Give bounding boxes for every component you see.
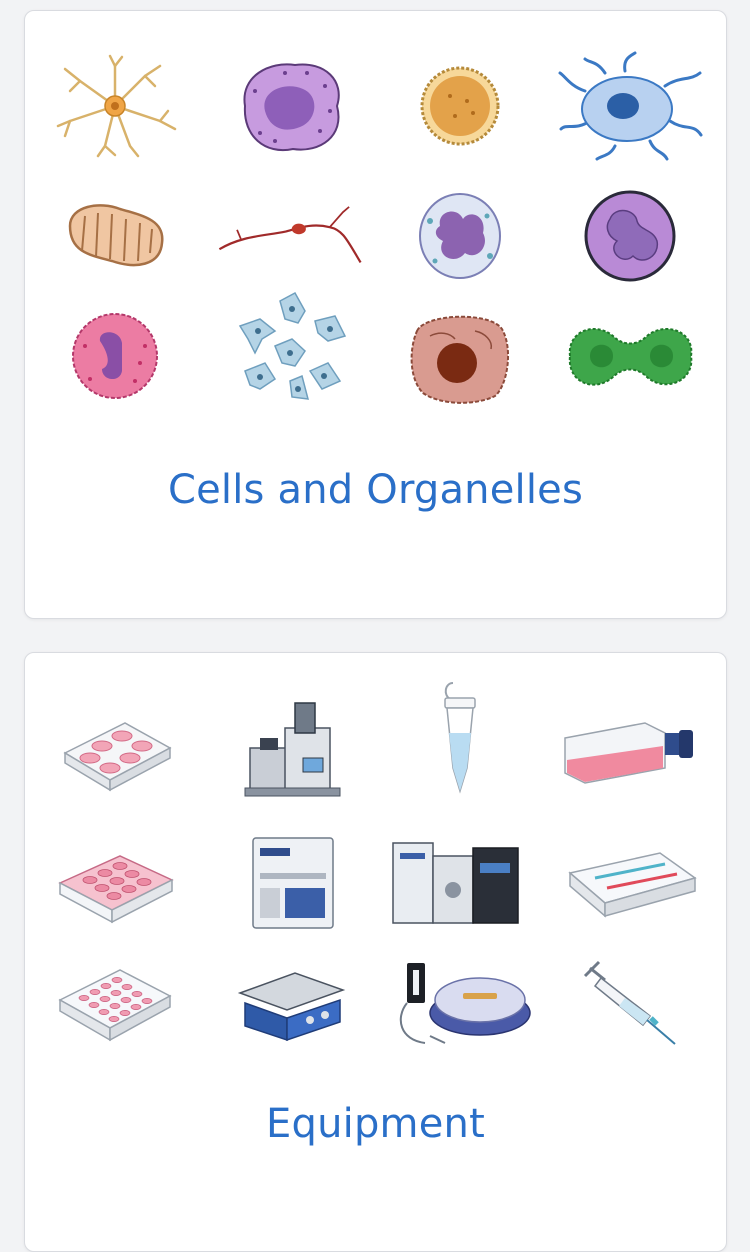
culture-flask-icon[interactable] [555,693,705,803]
syringe-icon[interactable] [555,948,705,1058]
neuron-fiber-icon[interactable] [215,181,365,291]
monocyte-icon[interactable] [555,181,705,291]
dendritic-cell-icon[interactable] [555,51,705,161]
cells-and-organelles-card[interactable]: Cells and Organelles [24,10,727,619]
dividing-cell-icon[interactable] [555,301,705,411]
eosinophil-icon[interactable] [385,181,535,291]
lymphocyte-icon[interactable] [385,51,535,161]
equipment-card[interactable]: Equipment [24,652,727,1252]
equipment-title[interactable]: Equipment [266,1101,485,1147]
cells-and-organelles-title[interactable]: Cells and Organelles [167,467,584,513]
macrophage-icon[interactable] [215,51,365,161]
flow-cytometer-icon[interactable] [215,828,365,938]
twenty-four-well-plate-icon[interactable] [40,948,190,1058]
mast-cell-icon[interactable] [40,301,190,411]
six-well-plate-icon[interactable] [40,698,190,808]
orbital-shaker-icon[interactable] [215,948,365,1058]
mitochondrion-icon[interactable] [40,181,190,291]
centrifuge-icon[interactable] [385,948,535,1058]
microcentrifuge-tube-icon[interactable] [385,682,535,794]
secretory-cell-icon[interactable] [385,301,535,411]
mass-spectrometer-icon[interactable] [385,828,535,938]
microscope-icon[interactable] [215,693,365,803]
fibroblast-cluster-icon[interactable] [215,291,365,401]
twelve-well-plate-icon[interactable] [40,828,190,938]
microfluidic-chip-icon[interactable] [555,828,705,938]
astrocyte-icon[interactable] [40,51,190,161]
